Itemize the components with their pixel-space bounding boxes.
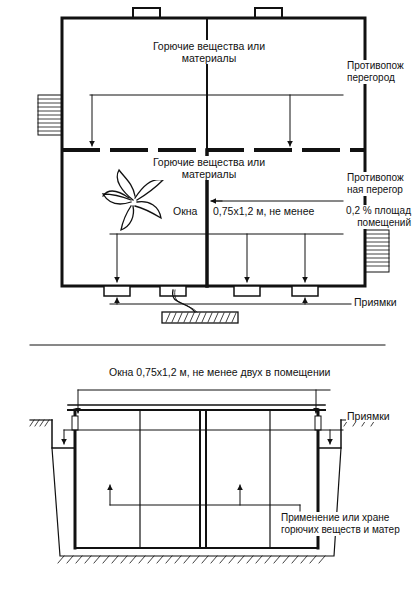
label-text: Противопож перегород — [346, 60, 412, 84]
label-text: Применение или хране горючих веществ и м… — [280, 512, 412, 536]
label-text: Горючие вещества или материалы — [148, 40, 270, 64]
label-text: Окна 0,75х1,2 м, не менее двух в помещен… — [108, 366, 331, 378]
label-text: Приямки — [353, 296, 398, 308]
label-text: 0,2 % площад помещений — [316, 205, 412, 229]
label-text: Противопож ная перегор — [346, 172, 412, 196]
building-section — [30, 390, 385, 563]
floor-plan — [30, 8, 389, 345]
label-text: Горючие вещества или материалы — [148, 156, 270, 180]
label-text: Окна — [172, 205, 198, 217]
label-text: 0,75х1,2 м, не менее — [212, 205, 315, 217]
label-text: Приямки — [346, 410, 391, 422]
